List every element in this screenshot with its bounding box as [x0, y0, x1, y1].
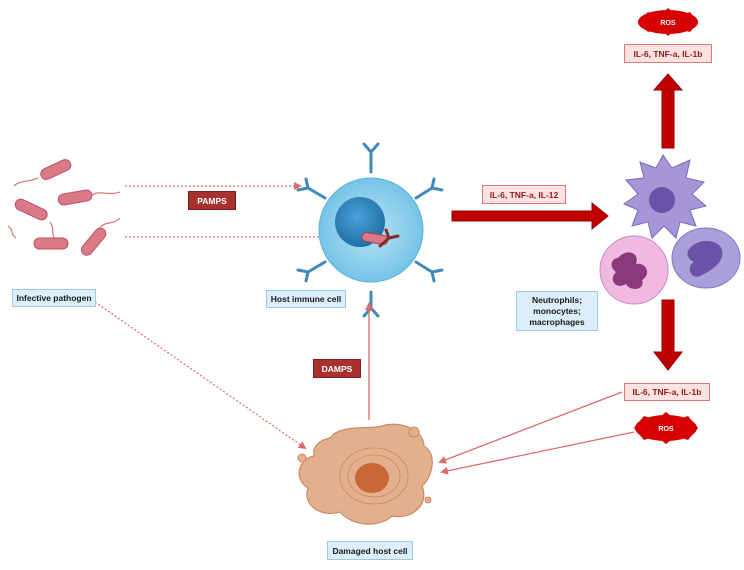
bacterium-icon	[57, 189, 121, 206]
damaged-host-cell-icon	[297, 423, 433, 525]
pamps-label: PAMPS	[188, 191, 236, 210]
host-immune-cell-label: Host immune cell	[266, 290, 346, 308]
host-immune-cell-icon	[296, 142, 444, 318]
bacterium-icon	[7, 225, 69, 250]
bacterium-icon	[14, 198, 57, 241]
neutrophils-line: Neutrophils;	[531, 294, 583, 305]
monocytes-line: monocytes;	[533, 305, 581, 316]
ros-top-label: ROS	[660, 20, 676, 27]
pathogen-damage-arrow	[94, 301, 307, 450]
up-arrow	[652, 73, 684, 149]
neutrophils-label: Neutrophils; monocytes; macrophages	[516, 291, 598, 331]
pathogen-group	[7, 159, 121, 256]
ros-top-icon	[638, 8, 698, 36]
macrophage-icon	[622, 154, 708, 239]
immune-to-neutrophils-arrow	[451, 201, 609, 231]
ros-bottom-icon	[634, 412, 698, 444]
ros-damage-arrow	[440, 431, 635, 475]
cytokines-il12-label: IL-6, TNF-a, IL-12	[482, 185, 566, 204]
cytokine-damage-arrow	[438, 391, 623, 464]
cytokines-bottom-label: IL-6, TNF-a, IL-1b	[624, 383, 710, 401]
ros-bottom-label: ROS	[658, 426, 674, 433]
macrophages-line: macrophages	[529, 316, 585, 327]
damaged-host-cell-label: Damaged host cell	[327, 541, 413, 560]
infective-pathogen-label: Infective pathogen	[12, 289, 96, 307]
monocyte-icon	[671, 227, 741, 289]
bacterium-icon	[80, 217, 121, 256]
damps-label: DAMPS	[313, 359, 361, 378]
bacterium-icon	[13, 159, 72, 187]
neutrophil-icon	[599, 235, 669, 305]
cytokines-top-label: IL-6, TNF-a, IL-1b	[624, 44, 712, 63]
down-arrow	[652, 299, 684, 371]
